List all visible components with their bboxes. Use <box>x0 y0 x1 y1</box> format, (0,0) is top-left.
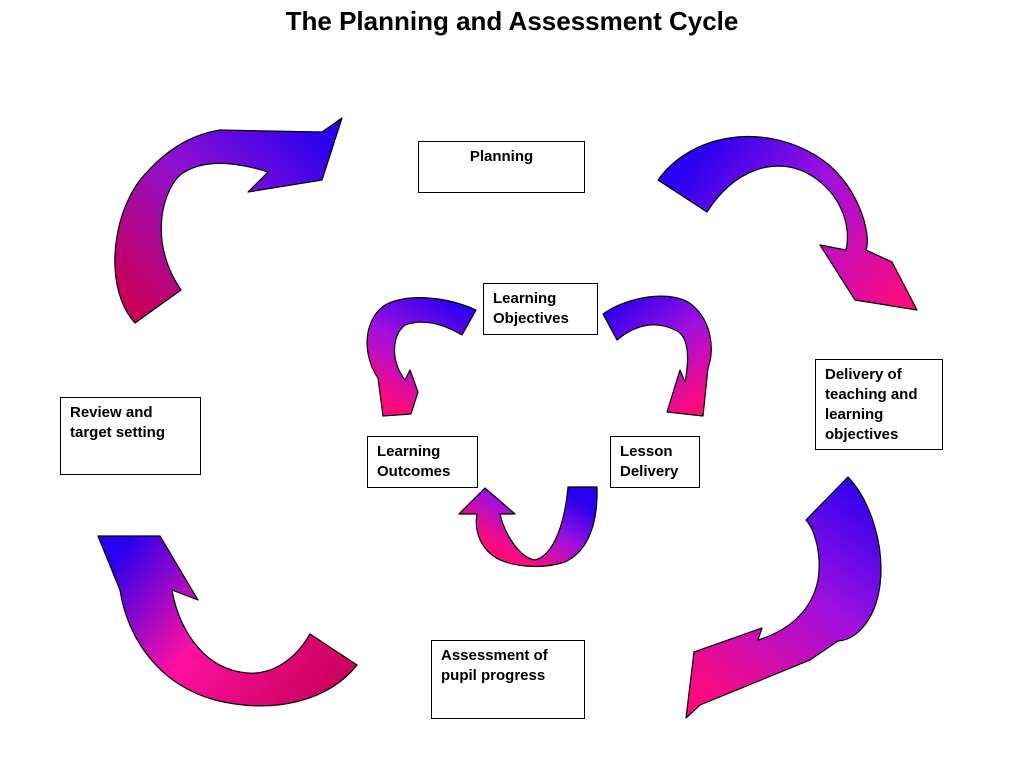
arrow-review-to-planning <box>114 117 343 324</box>
learning-outcomes-box: Learning Outcomes <box>367 436 478 488</box>
delivery-label: Delivery of teaching and learning object… <box>825 366 918 443</box>
planning-label: Planning <box>469 148 534 165</box>
review-label: Review and target setting <box>70 404 166 441</box>
delivery-box: Delivery of teaching and learning object… <box>815 359 943 450</box>
learning-outcomes-label: Learning Outcomes <box>377 443 451 480</box>
arrow-planning-to-delivery <box>657 136 918 311</box>
arrow-delivery-to-assessment <box>685 476 882 719</box>
arrow-objectives-to-outcomes <box>366 297 477 417</box>
arrow-objectives-to-lesson <box>602 295 712 417</box>
learning-objectives-box: Learning Objectives <box>483 283 598 335</box>
learning-objectives-label: Learning Objectives <box>493 290 569 327</box>
planning-box: Planning <box>418 141 585 193</box>
review-box: Review and target setting <box>60 397 201 475</box>
assessment-label: Assessment of pupil progress <box>441 647 548 684</box>
lesson-delivery-label: Lesson Delivery <box>620 443 679 480</box>
lesson-delivery-box: Lesson Delivery <box>610 436 700 488</box>
assessment-box: Assessment of pupil progress <box>431 640 585 719</box>
arrow-lesson-to-outcomes <box>458 486 598 568</box>
diagram-title: The Planning and Assessment Cycle <box>285 6 739 36</box>
arrow-assessment-to-review <box>97 535 358 707</box>
